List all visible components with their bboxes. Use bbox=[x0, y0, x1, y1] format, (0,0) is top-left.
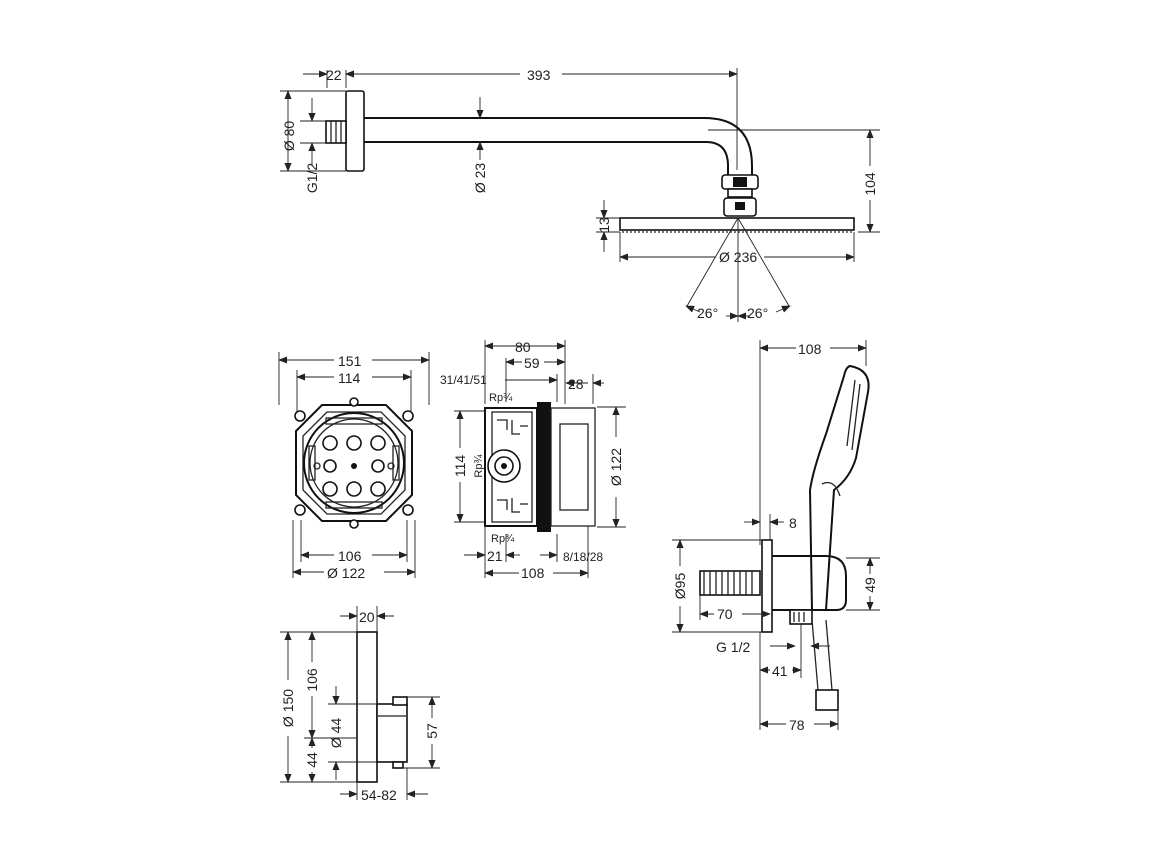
dim-hand-dia-95: Ø95 bbox=[672, 573, 688, 600]
dim-therm-dia-44: Ø 44 bbox=[328, 718, 344, 749]
dim-arm-length: 393 bbox=[527, 67, 551, 83]
thermostat-plate bbox=[356, 631, 378, 783]
label-rp-top: Rp¾ bbox=[489, 392, 513, 404]
dim-box-28: 28 bbox=[568, 376, 584, 392]
dim-height: 104 bbox=[862, 172, 878, 196]
dim-therm-106: 106 bbox=[304, 668, 320, 692]
dim-box-108: 108 bbox=[521, 565, 545, 581]
dim-therm-20: 20 bbox=[359, 609, 375, 625]
dim-hand-8: 8 bbox=[789, 515, 797, 531]
dim-box-21: 21 bbox=[487, 548, 503, 564]
dim-therm-54-82: 54-82 bbox=[361, 787, 397, 803]
dim-arm-dia: Ø 23 bbox=[472, 163, 488, 194]
dim-therm-dia-150: Ø 150 bbox=[280, 689, 296, 727]
dim-hand-thread: G 1/2 bbox=[716, 639, 750, 655]
dim-hand-41: 41 bbox=[772, 663, 788, 679]
installation-box-side: 80 59 31/41/51 28 Rp¾ Rp¾ Rp¾ 114 Ø 122 bbox=[440, 339, 626, 581]
dim-box-8-18-28: 8/18/28 bbox=[563, 550, 603, 564]
thermostat-view: 20 Ø 150 106 44 Ø 44 57 54-82 bbox=[280, 606, 440, 803]
dim-box-outer-width: 151 bbox=[338, 353, 362, 369]
hand-shower-view: 108 8 Ø95 70 49 G 1/2 41 bbox=[672, 339, 880, 733]
shower-arm bbox=[364, 117, 753, 176]
dim-box-inner-width: 114 bbox=[338, 370, 361, 386]
overhead-shower-head bbox=[619, 217, 855, 231]
dim-hand-78: 78 bbox=[789, 717, 805, 733]
dim-therm-44a: 44 bbox=[304, 752, 320, 768]
installation-box-front: 151 114 106 Ø 122 bbox=[278, 351, 430, 581]
dim-box-bottom-dia: Ø 122 bbox=[327, 565, 365, 581]
wall-flange bbox=[345, 90, 365, 172]
dim-flange-dia: Ø 80 bbox=[281, 121, 297, 152]
dim-box-bottom-width: 106 bbox=[338, 548, 362, 564]
dim-hand-49: 49 bbox=[862, 577, 878, 593]
dim-angle-left: 26° bbox=[697, 305, 718, 321]
dim-box-dia-122: Ø 122 bbox=[608, 448, 624, 486]
dim-hand-108: 108 bbox=[798, 341, 822, 357]
dim-box-80: 80 bbox=[515, 339, 531, 355]
dim-box-114-vertical: 114 bbox=[452, 455, 468, 478]
thermostat-handle bbox=[376, 703, 408, 763]
dim-angle-right: 26° bbox=[747, 305, 768, 321]
dim-head-thickness: 13 bbox=[596, 217, 612, 233]
label-rp-mid: Rp¾ bbox=[473, 454, 485, 478]
dim-thread: G1/2 bbox=[304, 163, 320, 194]
dim-hand-70: 70 bbox=[717, 606, 733, 622]
shower-arm-view: 22 393 Ø 80 G1/2 Ø 23 104 13 bbox=[280, 64, 880, 322]
hand-shower bbox=[808, 364, 870, 611]
dim-box-59: 59 bbox=[524, 355, 540, 371]
dim-flange-depth: 22 bbox=[326, 67, 342, 83]
dim-box-depths: 31/41/51 bbox=[440, 373, 487, 387]
dim-therm-57: 57 bbox=[424, 723, 440, 739]
label-rp-bot: Rp¾ bbox=[491, 533, 515, 545]
